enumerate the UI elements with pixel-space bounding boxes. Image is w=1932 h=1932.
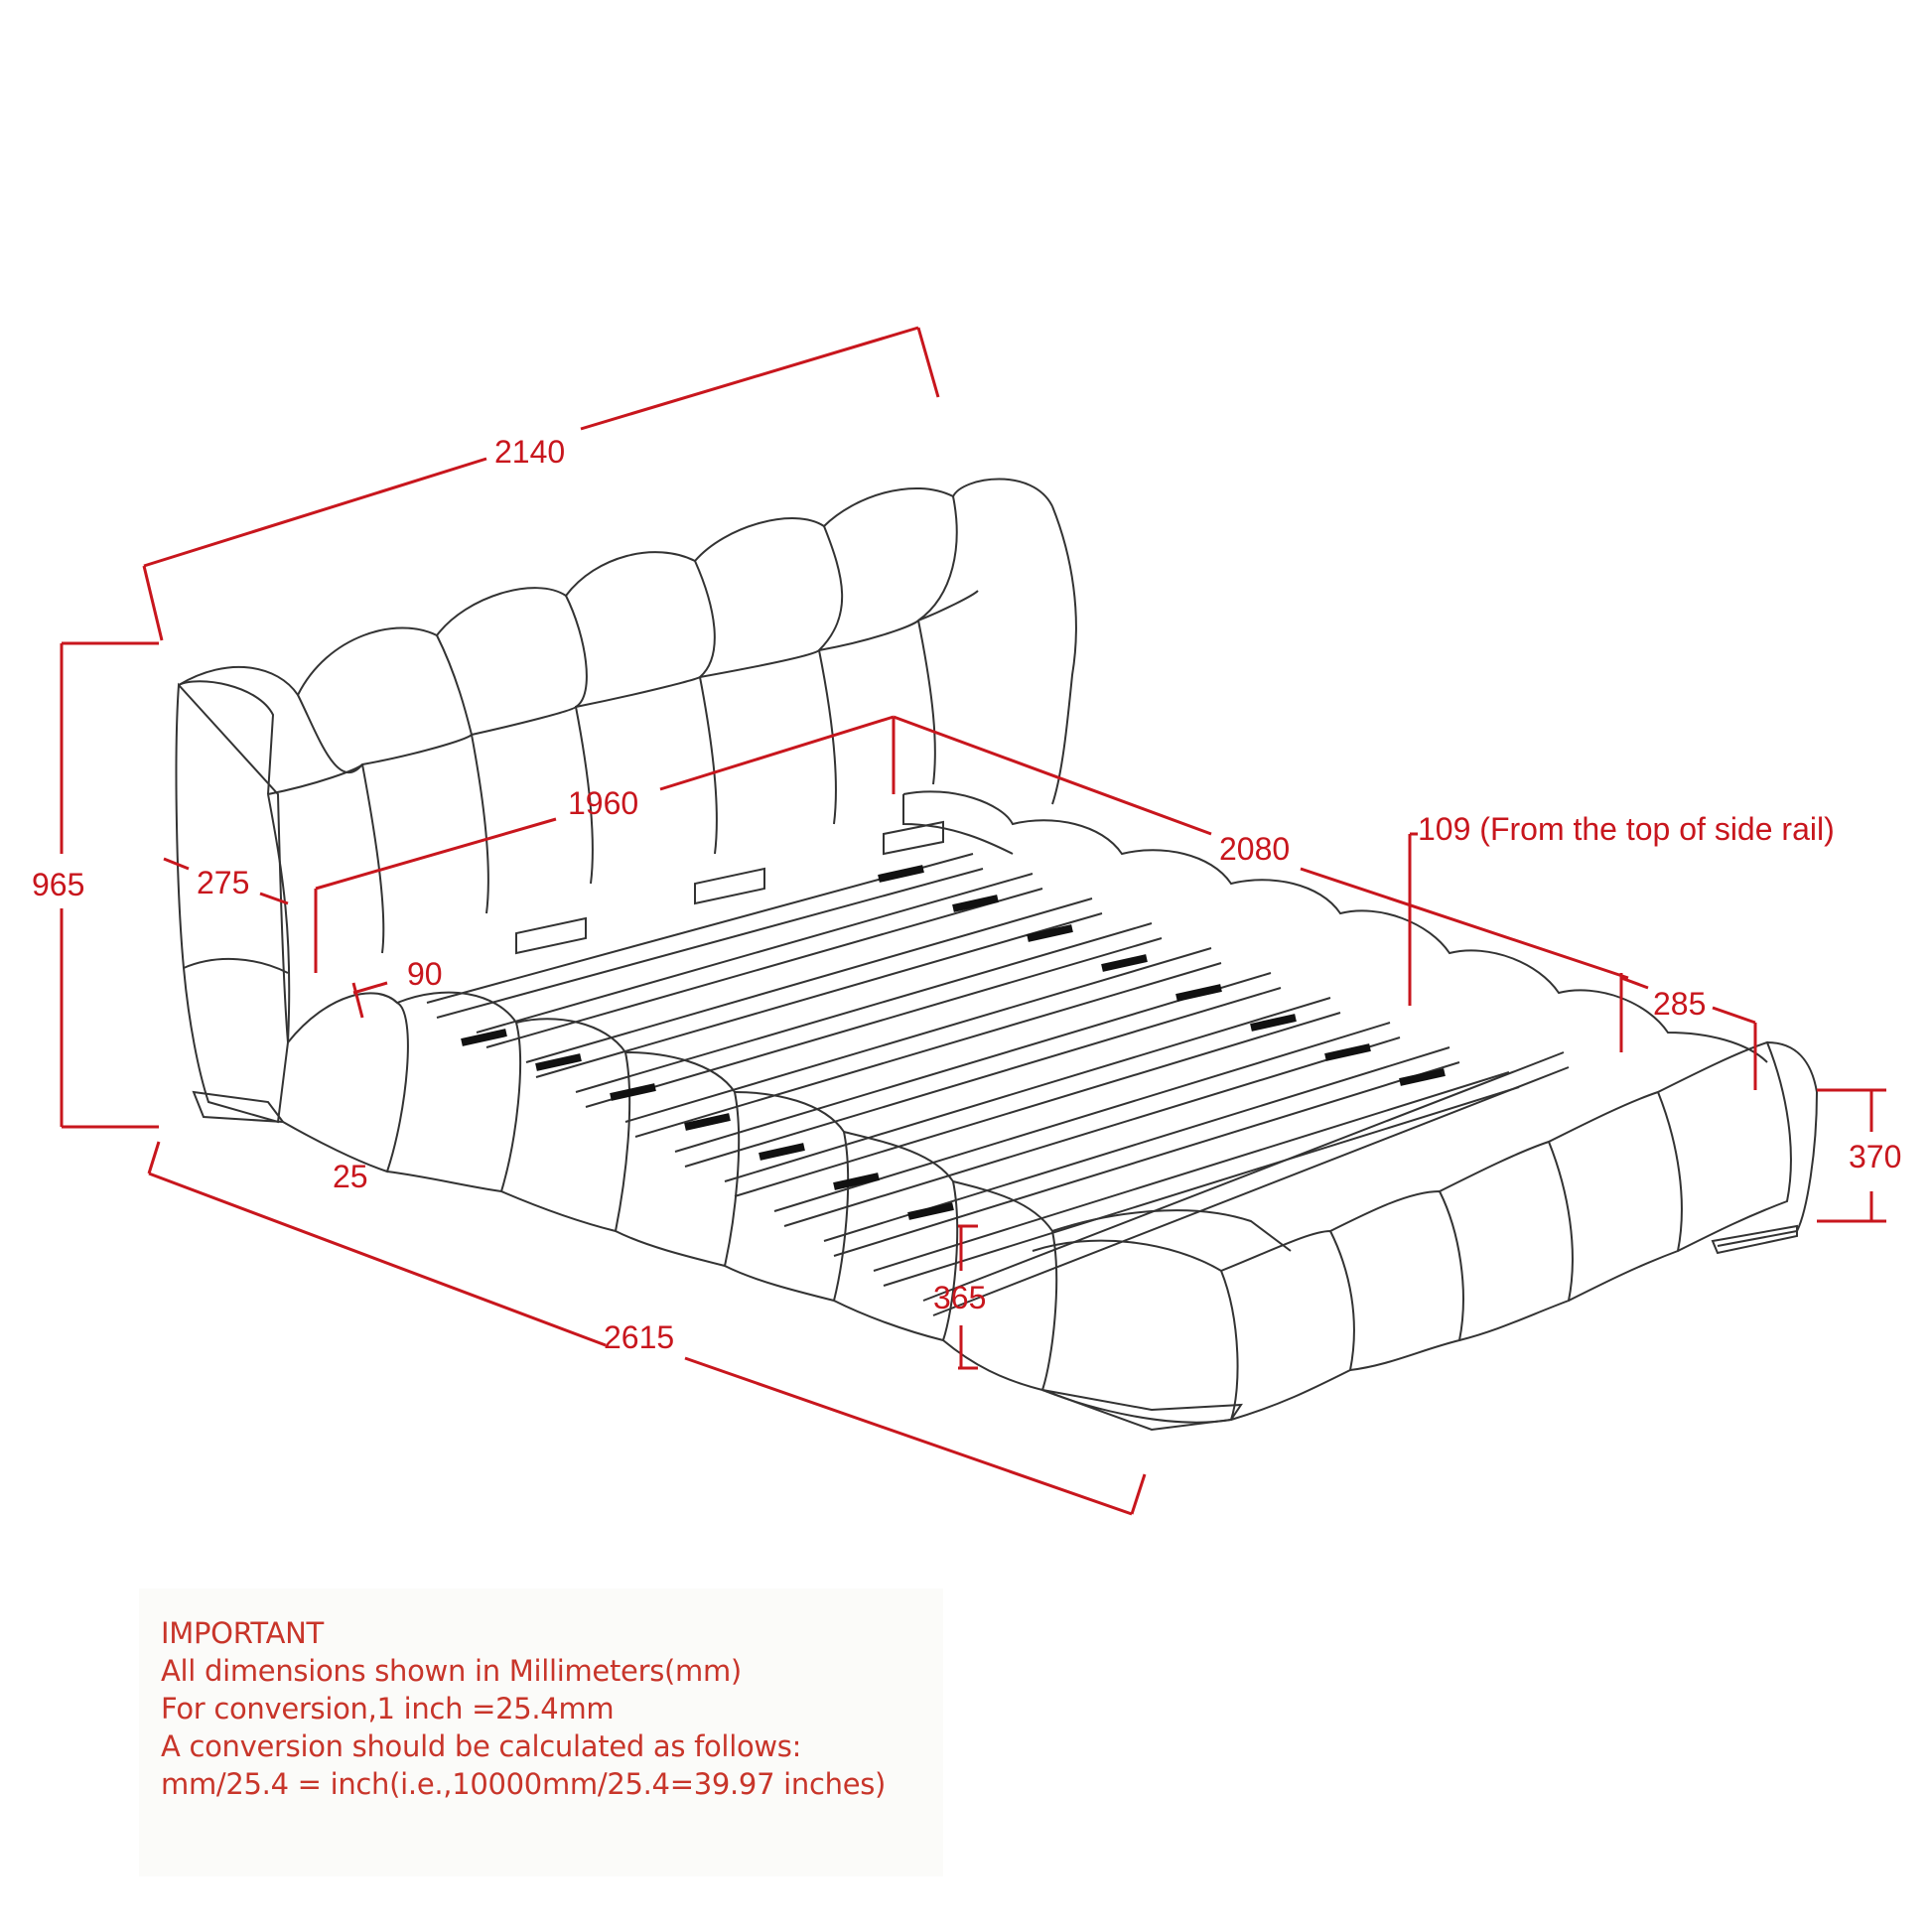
dim-gap-25: 25 <box>333 1159 368 1194</box>
dimension-lines <box>60 326 1886 1516</box>
dim-headboard-width: 2140 <box>494 434 565 470</box>
dim-overall-height: 965 <box>32 867 84 902</box>
note-line-4: mm/25.4 = inch(i.e.,10000mm/25.4=39.97 i… <box>161 1767 887 1801</box>
slat-center-rail <box>461 865 1446 1220</box>
dimension-labels: 2140 965 275 1960 2080 109 (From the top… <box>32 434 1901 1355</box>
dim-overall-length: 2615 <box>604 1319 674 1355</box>
note-line-1: All dimensions shown in Millimeters(mm) <box>161 1654 742 1688</box>
important-note: IMPORTANT All dimensions shown in Millim… <box>139 1588 943 1876</box>
slats <box>426 853 1570 1316</box>
dim-side-rail-depth: 285 <box>1653 986 1706 1022</box>
dim-side-rail-height: 370 <box>1849 1139 1901 1174</box>
dim-gap-90: 90 <box>407 956 443 992</box>
brackets <box>515 820 944 955</box>
note-line-3: A conversion should be calculated as fol… <box>161 1729 802 1763</box>
dim-inner-width: 1960 <box>568 785 638 821</box>
dim-headboard-depth: 275 <box>197 865 249 900</box>
dim-inner-length: 2080 <box>1219 831 1290 867</box>
dim-slat-offset: 109 (From the top of side rail) <box>1418 811 1835 847</box>
bed-outline <box>175 478 1819 1432</box>
dim-front-rail-height: 365 <box>933 1280 986 1315</box>
note-title: IMPORTANT <box>161 1616 324 1650</box>
note-line-2: For conversion,1 inch =25.4mm <box>161 1692 615 1725</box>
